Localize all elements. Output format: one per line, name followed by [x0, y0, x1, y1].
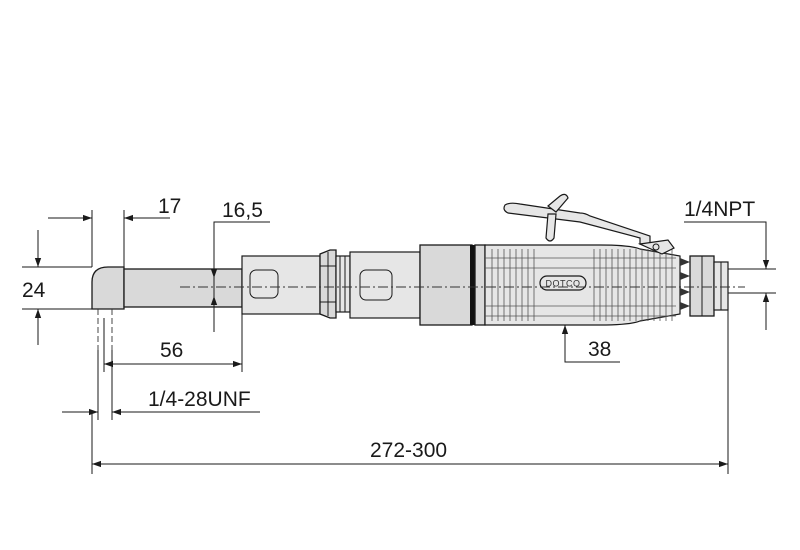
- dimension-collet-offset: 16,5: [210, 199, 270, 332]
- dim-label-overall-length: 272-300: [370, 439, 447, 462]
- dimension-head-height: 24: [22, 230, 92, 345]
- dim-label-head-width: 17: [158, 195, 181, 218]
- throttle-lever: [503, 193, 675, 255]
- dim-label-collet-offset: 16,5: [222, 199, 263, 222]
- angle-head: [91, 266, 125, 350]
- clamp-housing: [241, 255, 321, 315]
- grip-handle: DOTCO: [484, 244, 681, 326]
- dim-label-head-height: 24: [22, 279, 46, 302]
- lock-nut: [319, 249, 337, 319]
- dimension-overall-length: 272-300: [91, 310, 729, 474]
- dim-label-head-to-body: 56: [160, 339, 183, 362]
- coupling: [335, 255, 351, 313]
- dim-label-grip-diameter: 38: [588, 338, 611, 361]
- dim-label-thread: 1/4-28UNF: [148, 388, 251, 411]
- gear-housing: [349, 251, 421, 319]
- exhaust-teeth: [680, 258, 690, 310]
- inlet-bushing: [689, 255, 729, 317]
- dimension-thread: 1/4-28UNF: [62, 350, 260, 420]
- dimension-air-inlet: 1/4NPT: [684, 198, 776, 330]
- brand-label: DOTCO: [546, 279, 581, 289]
- dimension-grip-diameter: 38: [561, 325, 620, 363]
- dim-label-air-inlet: 1/4NPT: [684, 198, 755, 221]
- extension-arm: [123, 268, 243, 308]
- dimension-head-width: 17: [48, 195, 181, 267]
- motor-housing: [419, 244, 486, 326]
- dimension-head-to-body: 56: [103, 314, 243, 372]
